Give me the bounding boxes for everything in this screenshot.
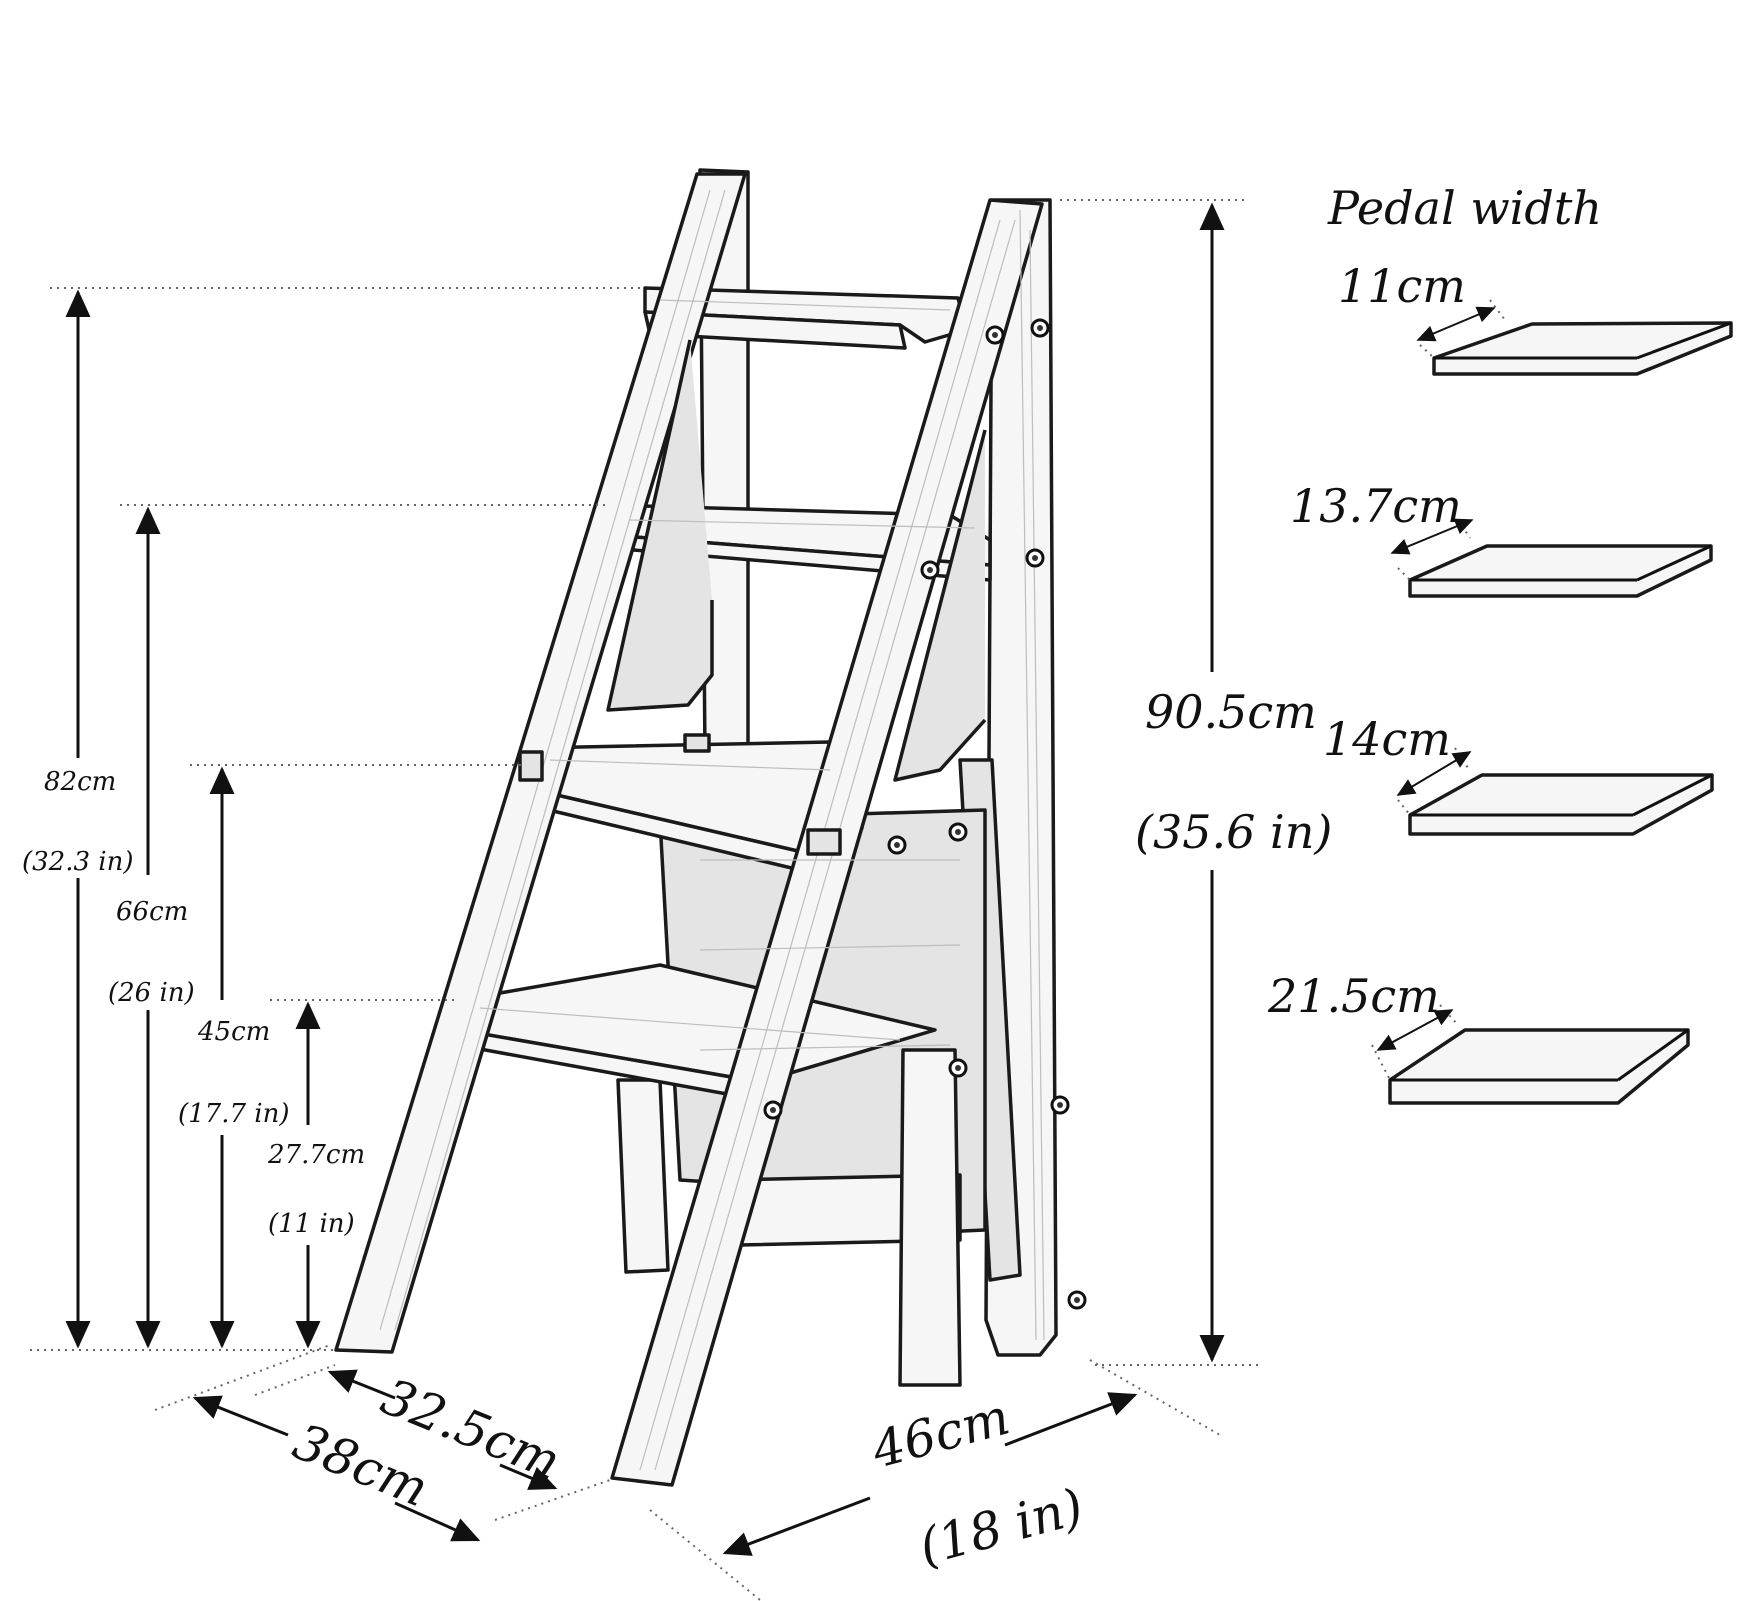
bolt-icon bbox=[887, 835, 907, 855]
height-arrow-66cm: 66cm (26 in) bbox=[108, 506, 195, 1349]
step-ladder-illustration bbox=[334, 168, 1087, 1487]
pedal-board-2: 13.7cm bbox=[1290, 479, 1713, 598]
height-arrow-45cm: 45cm (17.7 in) bbox=[178, 766, 290, 1349]
pedal-board-3: 14cm bbox=[1323, 712, 1714, 836]
bolt-icon bbox=[948, 822, 968, 842]
height-arrow-82cm: 82cm (32.3 in) bbox=[22, 289, 134, 1349]
height-arrow-27-7cm: 27.7cm (11 in) bbox=[267, 1001, 365, 1349]
height-82cm-label: 82cm bbox=[44, 767, 116, 797]
height-45cm-inch-label: (17.7 in) bbox=[178, 1099, 290, 1129]
bolt-icon bbox=[920, 560, 940, 580]
height-66cm-label: 66cm bbox=[116, 897, 188, 927]
pedal-board-4: 21.5cm bbox=[1267, 969, 1690, 1105]
pedal-2-width-label: 13.7cm bbox=[1290, 479, 1462, 533]
bolt-icon bbox=[948, 1058, 968, 1078]
total-height-dimension: 90.5cm (35.6 in) bbox=[1060, 199, 1332, 1366]
pedal-3-width-label: 14cm bbox=[1323, 712, 1451, 766]
bolt-icon bbox=[763, 1100, 783, 1120]
pedal-width-heading: Pedal width bbox=[1327, 181, 1602, 235]
pedal-4-width-label: 21.5cm bbox=[1267, 969, 1440, 1023]
bolt-icon bbox=[985, 325, 1005, 345]
height-66cm-inch-label: (26 in) bbox=[108, 978, 195, 1008]
base-width-inch-label: (18 in) bbox=[913, 1477, 1089, 1576]
bolt-icon bbox=[1050, 1095, 1070, 1115]
height-45cm-label: 45cm bbox=[197, 1017, 270, 1047]
height-27-7cm-inch-label: (11 in) bbox=[268, 1209, 355, 1239]
total-height-cm-label: 90.5cm bbox=[1145, 685, 1317, 739]
height-27-7cm-label: 27.7cm bbox=[267, 1140, 365, 1170]
base-width-label: 46cm bbox=[865, 1388, 1015, 1480]
height-82cm-inch-label: (32.3 in) bbox=[22, 847, 134, 877]
height-guides bbox=[30, 287, 645, 1351]
bolt-icon bbox=[1025, 548, 1045, 568]
bolt-icon bbox=[1030, 318, 1050, 338]
total-height-inch-label: (35.6 in) bbox=[1135, 805, 1332, 859]
pedal-1-width-label: 11cm bbox=[1338, 259, 1466, 313]
pedal-board-1: 11cm bbox=[1338, 259, 1733, 376]
pedal-width-legend: Pedal width 11cm 13.7cm bbox=[1267, 181, 1733, 1105]
bolt-icon bbox=[1067, 1290, 1087, 1310]
